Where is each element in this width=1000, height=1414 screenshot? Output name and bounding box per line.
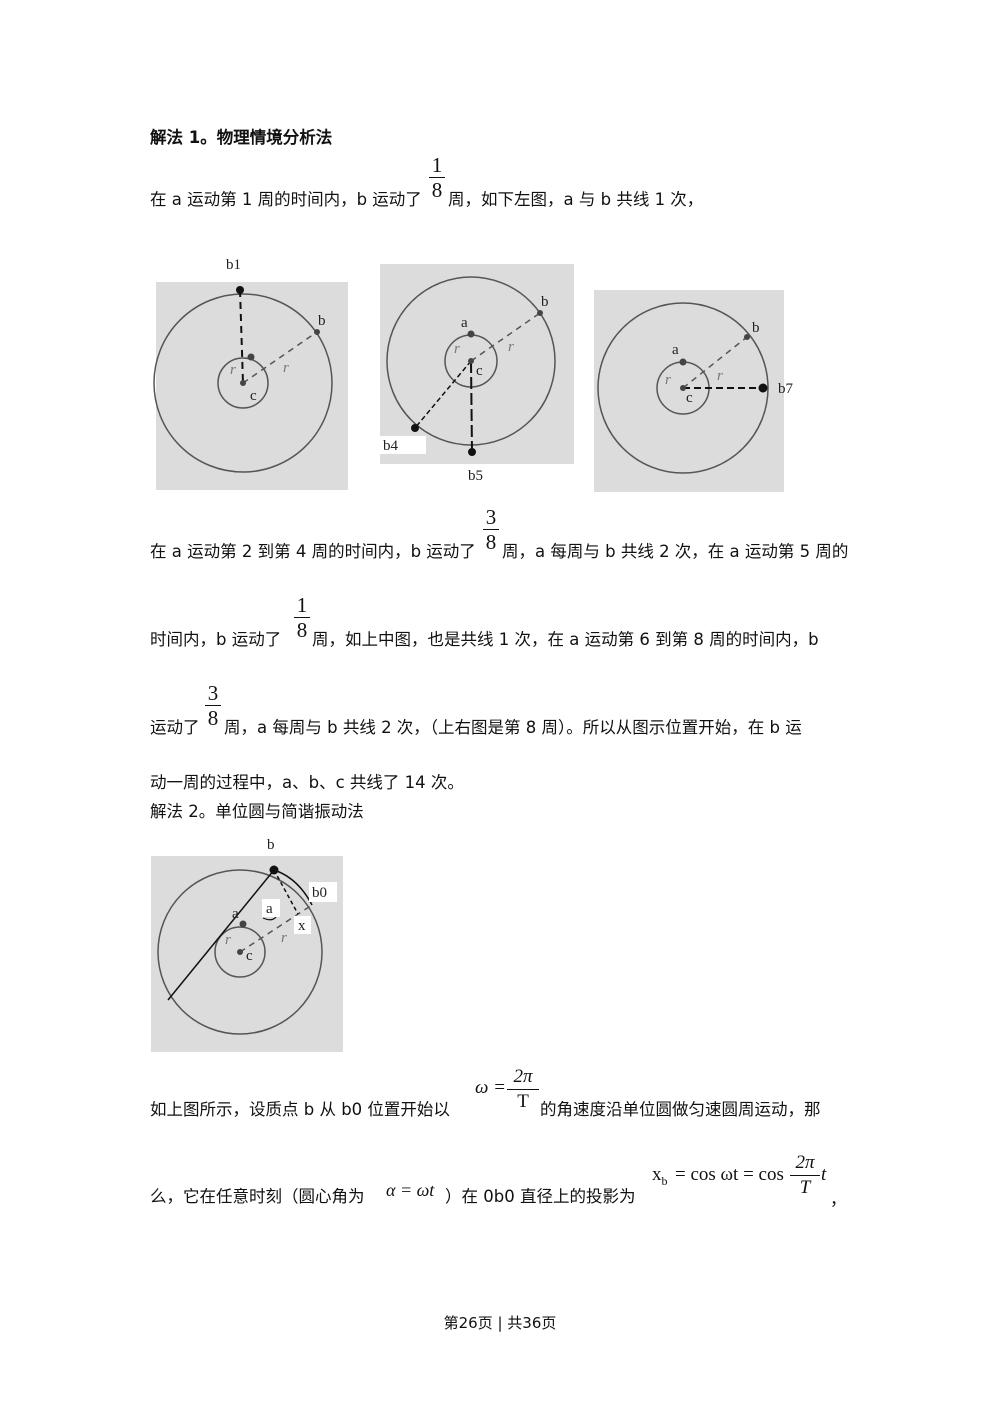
label-a: a [461,315,468,331]
projection-formula: xb [652,1164,668,1188]
paragraph-line-2a: 在 a 运动第 2 到第 4 周的时间内，b 运动了 [150,542,476,561]
paragraph-line-7a: 么，它在任意时刻（圆心角为 [150,1187,365,1206]
figure-left-drawing: b1 b r r c [153,257,333,473]
fraction-3-8-b: 3 8 [205,682,221,729]
paragraph-line-6b: 的角速度沿单位圆做匀速圆周运动，那 [540,1100,821,1119]
paragraph-line-7c: ， [830,1190,847,1209]
label-rb: r [283,360,289,376]
label-b: b [541,294,549,310]
label-b: b [267,837,275,853]
label-b: b [752,320,760,336]
paragraph-line-7b: ）在 0b0 直径上的投影为 [445,1187,636,1206]
label-a: a [672,342,679,358]
paragraph-line-3b: 周，如上中图，也是共线 1 次，在 a 运动第 6 到第 8 周的时间内，b [312,630,819,649]
projection-formula-body: = cos ωt = cos [675,1164,784,1185]
label-a: a [232,906,239,922]
fraction-1-8: 1 8 [429,154,445,201]
paragraph-line-1: 在 a 运动第 1 周的时间内，b 运动了 [150,190,422,209]
projection-t: t [821,1164,827,1185]
label-ra: r [454,341,460,357]
label-ra: r [225,932,231,948]
figure-middle-drawing: a b r r c b4 b5 [380,276,556,484]
alpha-formula: α = ωt [386,1180,435,1200]
paragraph-line-1-end: 周，如下左图，a 与 b 共线 1 次， [448,190,704,209]
label-c: c [246,948,253,964]
label-ra: r [665,372,671,388]
fraction-1-8-b: 1 8 [294,594,310,641]
paragraph-line-2b: 周，a 每周与 b 共线 2 次，在 a 运动第 5 周的 [502,542,849,561]
label-c: c [686,390,693,406]
fraction-3-8-a: 3 8 [483,506,499,553]
label-b1: b1 [226,257,241,273]
label-x: x [298,918,306,934]
figure-left [156,282,348,490]
paragraph-line-5: 动一周的过程中，a、b、c 共线了 14 次。 [150,773,464,792]
omega-fraction: 2π T [507,1066,539,1113]
label-b: b [318,313,326,329]
label-rb: r [281,930,287,946]
figure-right [594,290,784,492]
label-b5: b5 [468,468,483,484]
figure-unit-circle-drawing: b b0 a a x r r c [157,837,337,1035]
label-rb: r [508,339,514,355]
paragraph-line-4a: 运动了 [150,718,200,737]
page-footer: 第26页 | 共36页 [443,1314,557,1332]
label-c: c [476,363,483,379]
omega-equals: ω = [475,1077,506,1098]
label-c: c [250,388,257,404]
label-b7: b7 [778,381,794,397]
figure-right-drawing: a b r r c b7 [597,302,794,474]
paragraph-line-6a: 如上图所示，设质点 b 从 b0 位置开始以 [150,1100,450,1119]
paragraph-line-3a: 时间内，b 运动了 [150,630,282,649]
label-rb: r [717,368,723,384]
method2-title: 解法 2。单位圆与简谐振动法 [150,802,364,821]
projection-fraction: 2π T [790,1152,820,1199]
method1-title: 解法 1。物理情境分析法 [150,128,333,147]
paragraph-line-4b: 周，a 每周与 b 共线 2 次，（上右图是第 8 周）。所以从图示位置开始，在… [224,718,802,737]
label-b4: b4 [383,438,399,454]
label-angle: a [266,901,273,917]
label-ra: r [230,362,236,378]
label-b0: b0 [312,885,327,901]
